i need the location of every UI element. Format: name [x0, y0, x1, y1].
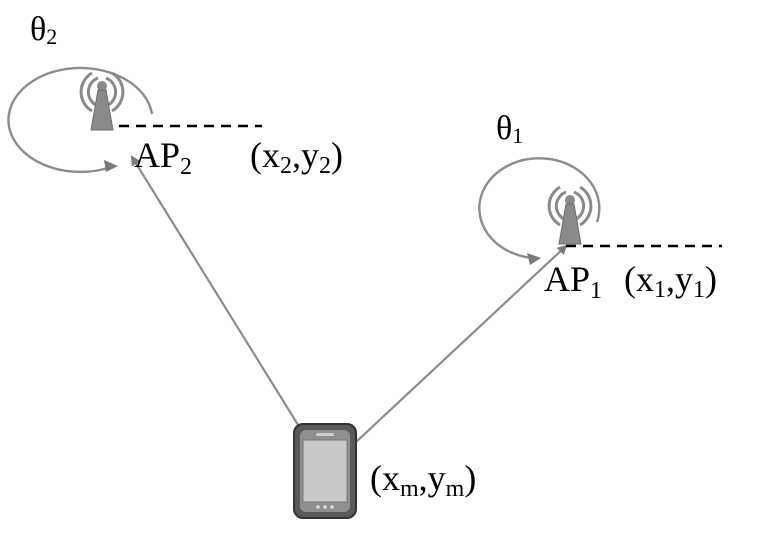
- theta1-label: θ1: [496, 110, 523, 148]
- ap2-coordinate-label: (x2,y2): [250, 135, 343, 179]
- arc-arrowhead-ap2: [104, 160, 118, 172]
- ap1-coordinate-label: (x1,y1): [624, 259, 717, 303]
- mobile-phone-icon: [293, 423, 357, 519]
- arc-arrowhead-ap1: [527, 253, 541, 265]
- angle-arc-ap2: [7, 66, 154, 174]
- antenna-tower-icon: [547, 185, 593, 245]
- mobile-coordinate-label: (xm,ym): [370, 458, 476, 502]
- ap2-name-label: AP2: [134, 135, 192, 180]
- ap1-name-label: AP1: [544, 259, 602, 304]
- signal-line-ap1: [325, 244, 568, 471]
- antenna-tower-icon: [79, 71, 125, 131]
- theta2-label: θ2: [30, 11, 57, 49]
- signal-line-ap2: [130, 155, 327, 471]
- angle-arc-ap1: [478, 157, 601, 260]
